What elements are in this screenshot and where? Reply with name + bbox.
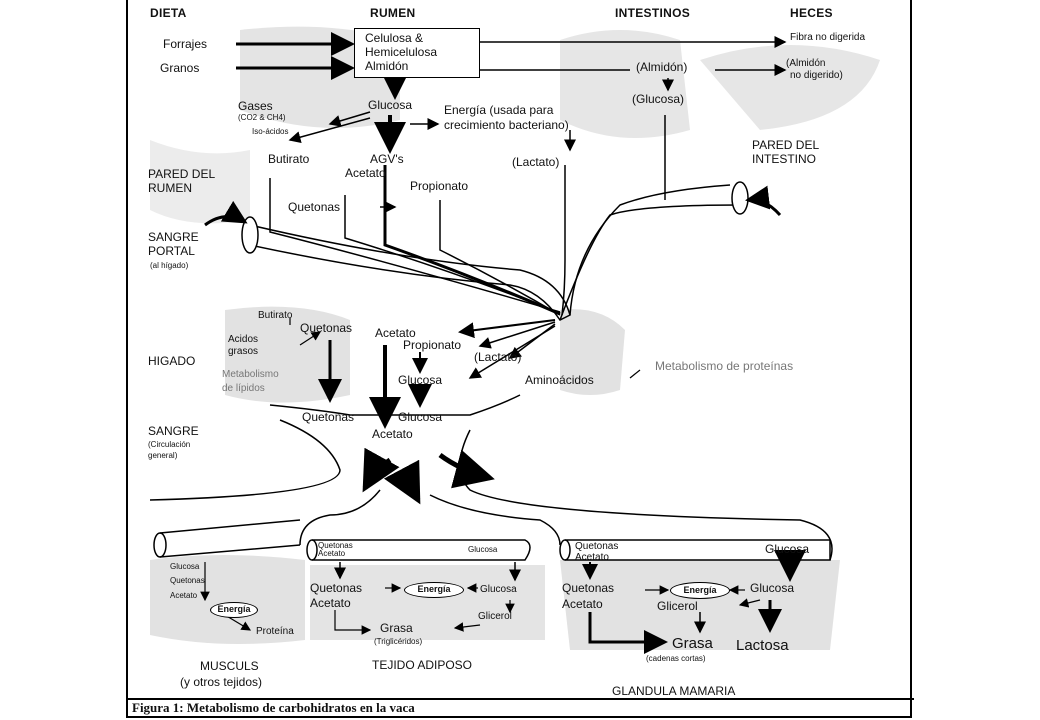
rumen-energia-line1: Energía (usada para <box>444 103 554 117</box>
mammary-quetonas: Quetonas <box>562 581 615 595</box>
pared-rumen-line1: PARED DEL <box>148 167 216 181</box>
rumen-gases: Gases <box>238 99 273 113</box>
intestine-almidon: (Almidón) <box>636 60 688 74</box>
liver-title: HIGADO <box>148 354 196 368</box>
liver-glucosa: Glucosa <box>398 373 443 387</box>
pared-rumen-line2: RUMEN <box>148 181 192 195</box>
blood-glucosa: Glucosa <box>398 410 443 424</box>
rumen-propionato: Propionato <box>410 179 469 193</box>
mammary-tube-quetonas: Quetonas <box>575 541 619 552</box>
header-dieta: DIETA <box>150 6 187 20</box>
figure-caption: Figura 1: Metabolismo de carbohidratos e… <box>128 698 914 716</box>
diet-forrajes: Forrajes <box>163 37 208 51</box>
pared-intestino-line1: PARED DEL <box>752 138 820 152</box>
mammary-grasa: Grasa <box>672 635 713 652</box>
muscle-energia: Energía <box>217 604 251 614</box>
rumen-gases-sub: (CO2 & CH4) <box>238 113 286 122</box>
liver-metab-lipidos-1: Metabolismo <box>222 369 279 380</box>
pared-intestino-line2: INTESTINO <box>752 152 817 166</box>
rumen-substrate-box: Celulosa & Hemicelulosa Almidón <box>354 28 480 78</box>
muscle-glucosa: Glucosa <box>170 562 200 571</box>
liver-quetonas: Quetonas <box>300 321 353 335</box>
muscle-title-1: MUSCULS <box>200 659 259 673</box>
liver-butirato: Butirato <box>258 310 293 321</box>
mammary-energia: Energía <box>683 585 717 595</box>
adipose-quetonas: Quetonas <box>310 581 363 595</box>
mammary-lactosa: Lactosa <box>736 637 789 654</box>
rumen-acetato: Acetato <box>345 166 386 180</box>
liver-metab-proteinas: Metabolismo de proteínas <box>655 359 794 373</box>
adipose-acetato: Acetato <box>310 596 351 610</box>
header-heces: HECES <box>790 6 833 20</box>
rumen-lactato: (Lactato) <box>512 155 560 169</box>
mammary-grasa-sub: (cadenas cortas) <box>646 654 706 663</box>
adipose-glicerol: Glicerol <box>478 611 512 622</box>
liver-acidos-2: grasos <box>228 346 259 357</box>
muscle-quetonas: Quetonas <box>170 576 205 585</box>
mammary-energia-pill: Energía <box>670 582 730 599</box>
rumen-box-line1: Celulosa & <box>365 31 424 45</box>
mammary-glucosa: Glucosa <box>750 581 795 595</box>
diet-granos: Granos <box>160 61 200 75</box>
adipose-grasa-sub: (Triglicéridos) <box>374 637 423 646</box>
mammary-acetato: Acetato <box>562 597 603 611</box>
adipose-title: TEJIDO ADIPOSO <box>372 658 473 672</box>
portal-line2: PORTAL <box>148 244 195 258</box>
blood-line3: general) <box>148 451 178 460</box>
rumen-glucosa: Glucosa <box>368 98 413 112</box>
liver-propionato: Propionato <box>403 338 462 352</box>
mammary-tube-acetato: Acetato <box>575 552 609 563</box>
muscle-title-2: (y otros tejidos) <box>180 675 263 689</box>
rumen-box-line3: Almidón <box>365 59 409 73</box>
liver-acidos-1: Acidos <box>228 334 259 345</box>
liver-aminoacidos: Aminoácidos <box>525 373 594 387</box>
adipose-grasa: Grasa <box>380 621 413 635</box>
blood-line2: (Circulación <box>148 440 191 449</box>
muscle-acetato: Acetato <box>170 591 198 600</box>
header-rumen: RUMEN <box>370 6 416 20</box>
blood-acetato: Acetato <box>372 427 413 441</box>
adipose-tube-quetonas: Quetonas <box>318 541 353 550</box>
portal-line1: SANGRE <box>148 230 199 244</box>
rumen-iso-acidos: Iso-ácidos <box>252 127 289 136</box>
adipose-energia-pill: Energía <box>404 582 464 598</box>
mammary-title: GLANDULA MAMARIA <box>612 684 736 698</box>
adipose-glucosa: Glucosa <box>480 584 517 595</box>
adipose-energia: Energía <box>417 584 451 594</box>
liver-acetato: Acetato <box>375 326 416 340</box>
rumen-butirato: Butirato <box>268 152 310 166</box>
rumen-energia-line2: crecimiento bacteriano) <box>444 118 569 132</box>
liver-metab-lipidos-2: de lípidos <box>222 383 265 394</box>
intestine-glucosa: (Glucosa) <box>632 92 685 106</box>
adipose-tube-acetato: Acetato <box>318 549 346 558</box>
rumen-box-line2: Hemicelulosa <box>365 45 438 59</box>
liver-lactato: (Lactato) <box>474 350 522 364</box>
header-intestinos: INTESTINOS <box>615 6 691 20</box>
feces-almidon-line1: (Almidón <box>786 58 826 69</box>
blood-line1: SANGRE <box>148 424 199 438</box>
blood-quetonas: Quetonas <box>302 410 355 424</box>
mammary-glicerol: Glicerol <box>657 599 698 613</box>
rumen-quetonas: Quetonas <box>288 200 341 214</box>
muscle-proteina: Proteína <box>256 626 294 637</box>
feces-almidon-line2: no digerido) <box>790 70 843 81</box>
rumen-agvs: AGV's <box>370 152 404 166</box>
portal-line3: (al hígado) <box>150 261 189 270</box>
adipose-tube-glucosa: Glucosa <box>468 545 498 554</box>
muscle-energia-pill: Energía <box>210 602 258 618</box>
mammary-tube-glucosa: Glucosa <box>765 542 810 556</box>
feces-fibra: Fibra no digerida <box>790 32 866 43</box>
figure-frame <box>126 0 912 718</box>
